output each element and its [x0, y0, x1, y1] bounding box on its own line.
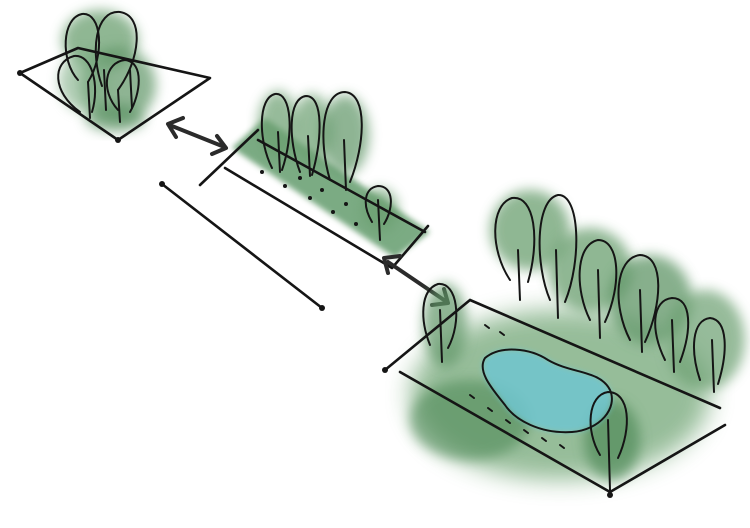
park-tree-canopies	[422, 193, 726, 491]
double-arrow-connection-upper	[166, 116, 228, 156]
small-plot-outline	[18, 46, 212, 142]
pond-outline	[481, 348, 613, 434]
linear-tree-corridor	[159, 91, 430, 311]
corridor-long-edge	[160, 182, 324, 310]
park-pond	[481, 348, 613, 434]
small-plot-foliage-wash	[59, 10, 156, 132]
small-garden-plot	[17, 10, 212, 143]
park-ground-dashes	[469, 324, 565, 449]
small-plot-tree-canopies	[57, 10, 140, 123]
corridor-tree-canopies	[260, 91, 392, 241]
corridor-ground-dots	[260, 170, 358, 226]
large-park-with-pond	[382, 190, 745, 498]
